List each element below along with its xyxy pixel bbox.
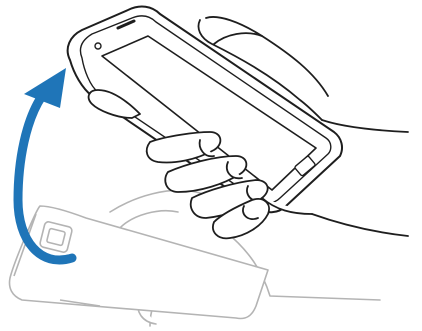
- gesture-illustration-svg: [0, 0, 422, 331]
- gesture-illustration: [0, 0, 422, 331]
